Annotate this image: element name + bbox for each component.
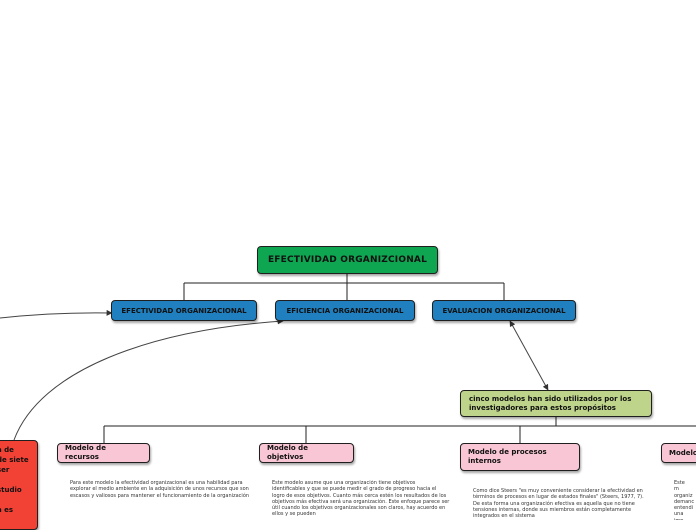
models-node[interactable]: cinco modelos han sido utilizados por lo… [460, 390, 652, 417]
root-label: EFECTIVIDAD ORGANIZCIONAL [267, 255, 428, 265]
node-efectividad[interactable]: EFECTIVIDAD ORGANIZACIONAL [111, 300, 257, 321]
red-line: a es [0, 506, 14, 514]
red-node-text: a de de siete ser studio a es [0, 445, 29, 515]
models-node-label: cinco modelos han sido utilizados por lo… [469, 394, 632, 412]
node-evaluacion[interactable]: EVALUACION ORGANIZACIONAL [432, 300, 576, 321]
model-objetivos[interactable]: Modelo de objetivos [259, 443, 354, 463]
red-node[interactable]: a de de siete ser studio a es [0, 440, 38, 530]
node-efectividad-label: EFECTIVIDAD ORGANIZACIONAL [121, 306, 247, 315]
node-eficiencia-label: EFICIENCIA ORGANIZACIONAL [286, 306, 404, 315]
red-line: studio [0, 486, 22, 494]
red-line: ser [0, 466, 10, 474]
node-evaluacion-label: EVALUACION ORGANIZACIONAL [442, 306, 566, 315]
model-procesos-label: Modelo de procesos internos [468, 448, 547, 465]
connector-models [103, 417, 696, 443]
red-line [0, 495, 29, 505]
red-line: de siete [0, 456, 29, 464]
model-procesos-note: Como dice Steers "es muy conveniente con… [473, 488, 644, 520]
model-recursos-note: Para este modelo la efectividad organiza… [70, 480, 250, 499]
model-recursos-label: Modelo de recursos [65, 444, 106, 461]
node-eficiencia[interactable]: EFICIENCIA ORGANIZACIONAL [275, 300, 415, 321]
crosslink-red-to-eficiencia [13, 318, 284, 441]
model-objetivos-note: Este modelo asume que una organización t… [272, 480, 450, 518]
model-partial[interactable]: Modelo [661, 443, 696, 463]
red-line [0, 475, 29, 485]
connector-root-level1 [183, 274, 505, 300]
root-node[interactable]: EFECTIVIDAD ORGANIZCIONAL [257, 246, 438, 274]
crosslink-evaluacion-models [509, 320, 549, 391]
model-recursos[interactable]: Modelo de recursos [57, 443, 150, 463]
model-objetivos-label: Modelo de objetivos [267, 444, 308, 461]
model-procesos[interactable]: Modelo de procesos internos [460, 443, 580, 471]
model-partial-label: Modelo [669, 448, 696, 457]
red-line: a de [0, 446, 14, 454]
crosslink-left-to-efectividad [0, 309, 113, 319]
model-partial-note: Este m organiz demanc entendi una imp cl… [674, 480, 695, 520]
